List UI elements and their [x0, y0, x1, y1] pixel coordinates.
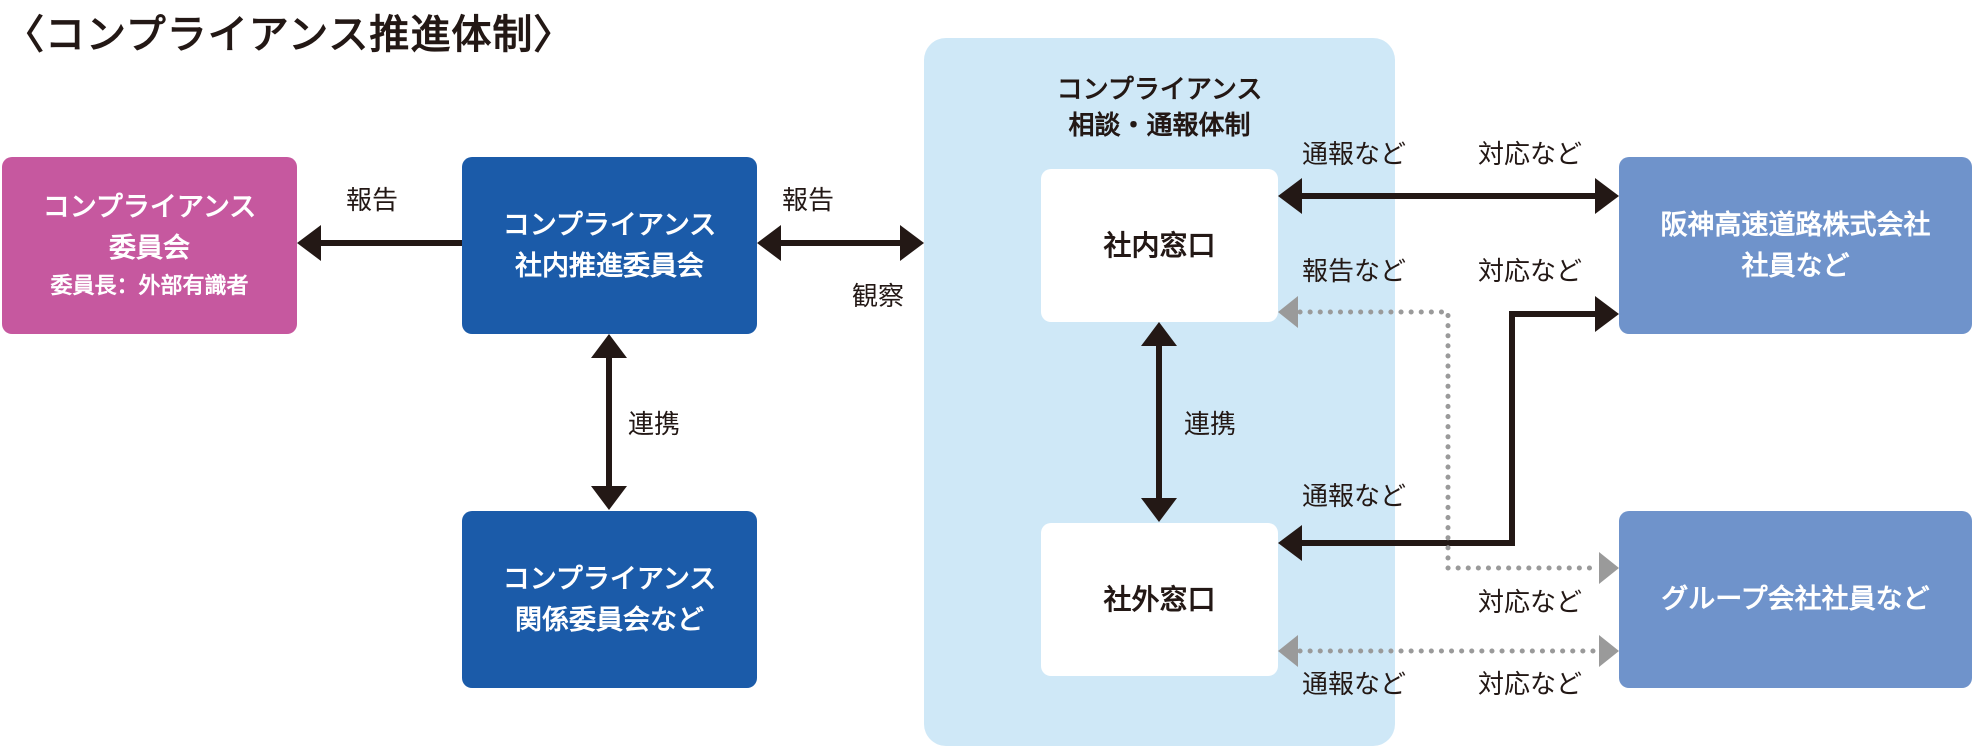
coop-arrow-head-up	[591, 334, 627, 358]
page-title: 〈コンプライアンス推進体制〉	[4, 12, 575, 58]
coop-arrow-head-down	[591, 486, 627, 510]
compliance-committee-box: コンプライアンス 委員会 委員長：外部有識者	[2, 157, 297, 334]
external-whistle-arrow-line	[1300, 540, 1515, 546]
group-whistle-dotted-arrow-head-left	[1278, 635, 1298, 667]
observe-arrow-head-right	[900, 225, 924, 261]
hanshin-employees-box: 阪神高速道路株式会社 社員など	[1619, 157, 1972, 334]
box-label: 関係委員会など	[515, 604, 704, 636]
external-whistle-arrow-head	[1278, 525, 1302, 561]
response-label: 対応など	[1478, 670, 1583, 700]
box-label: グループ会社社員など	[1661, 584, 1930, 615]
group-employees-box: グループ会社社員など	[1619, 511, 1972, 688]
group-response-dotted-arrow-head	[1599, 552, 1619, 584]
whistle-arrow-head-left	[1278, 178, 1302, 214]
coop-label: 連携	[1184, 410, 1237, 440]
report-etc-label: 報告など	[1302, 257, 1407, 287]
box-label: 社外窓口	[1103, 583, 1216, 616]
box-label: コンプライアンス	[502, 209, 717, 241]
whistle-label: 通報など	[1302, 670, 1407, 700]
box-label: 社内窓口	[1103, 229, 1216, 262]
report-arrow-line	[318, 240, 462, 246]
whistle-label: 通報など	[1302, 140, 1407, 170]
internal-promotion-committee-box: コンプライアンス 社内推進委員会	[462, 157, 757, 334]
internal-whistle-arrow-line	[1300, 193, 1597, 199]
related-committees-box: コンプライアンス 関係委員会など	[462, 511, 757, 688]
consultation-system-title-line: 相談・通報体制	[1068, 111, 1251, 141]
report-arrow-head-left	[757, 225, 781, 261]
response-arrow-head-right	[1595, 178, 1619, 214]
external-response-arrow-head	[1595, 296, 1619, 332]
box-label: 委員会	[109, 232, 190, 264]
external-whistle-arrow-riser	[1509, 311, 1515, 546]
report-arrow-head	[297, 225, 321, 261]
report-label: 報告	[782, 186, 835, 216]
report-dotted-line	[1297, 309, 1599, 571]
response-label: 対応など	[1478, 257, 1583, 287]
report-label: 報告	[346, 186, 399, 216]
committee-chair-label: 委員長：外部有識者	[50, 273, 249, 299]
box-label: 社員など	[1741, 250, 1850, 282]
report-dotted-arrow-head	[1278, 296, 1298, 328]
external-desk-box: 社外窓口	[1041, 523, 1278, 676]
consultation-system-title-line: コンプライアンス	[1056, 75, 1263, 105]
desk-coop-arrow-head-up	[1141, 322, 1177, 346]
box-label: コンプライアンス	[502, 563, 717, 595]
whistle-label: 通報など	[1302, 482, 1407, 512]
box-label: 阪神高速道路株式会社	[1660, 209, 1931, 241]
desk-coop-arrow-line	[1156, 343, 1162, 501]
report-observe-arrow-line	[780, 240, 901, 246]
box-label: 社内推進委員会	[515, 250, 704, 282]
response-label: 対応など	[1478, 140, 1583, 170]
group-whistle-dotted-arrow-head-right	[1599, 635, 1619, 667]
response-label: 対応など	[1478, 588, 1583, 618]
box-label: コンプライアンス	[42, 191, 257, 223]
committee-coop-arrow-line	[606, 356, 612, 488]
internal-desk-box: 社内窓口	[1041, 169, 1278, 322]
desk-coop-arrow-head-down	[1141, 498, 1177, 522]
external-response-arrow-line	[1509, 311, 1597, 317]
consultation-system-title: コンプライアンス 相談・通報体制	[924, 72, 1395, 144]
observe-label: 観察	[852, 282, 905, 312]
coop-label: 連携	[628, 410, 681, 440]
